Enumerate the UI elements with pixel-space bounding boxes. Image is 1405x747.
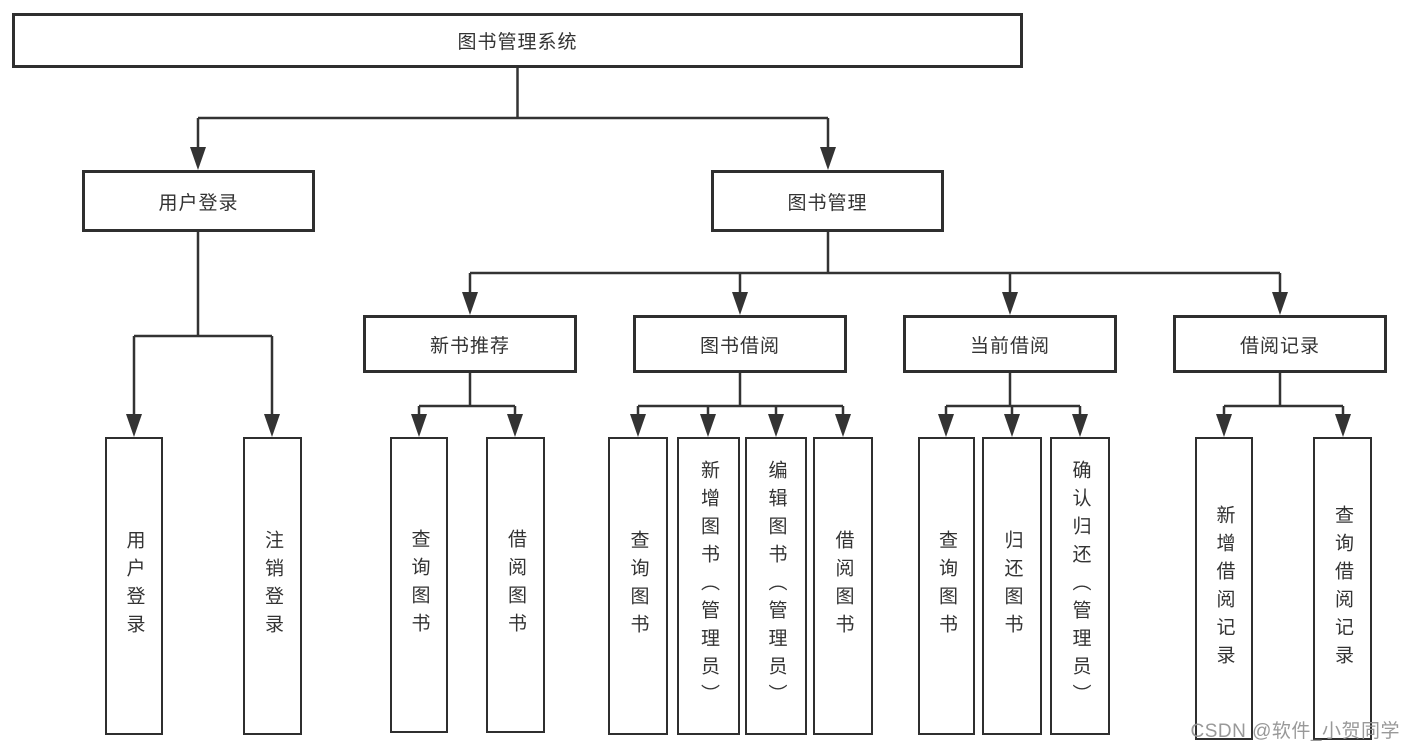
leaf-label: 新增图书（管理员） — [698, 460, 719, 712]
node-root-book-management-system: 图书管理系统 — [12, 13, 1023, 68]
arrow-down-icon — [1072, 414, 1088, 437]
node-book-management: 图书管理 — [711, 170, 944, 232]
leaf-add-borrow-record: 新增借阅记录 — [1195, 437, 1253, 740]
arrow-down-icon — [835, 414, 851, 437]
arrow-down-icon — [462, 292, 478, 315]
connector-book-management-to-level3 — [468, 232, 1282, 297]
node-label: 新书推荐 — [429, 335, 510, 357]
connector-current-borrow-children — [944, 373, 1082, 420]
leaf-return-book: 归还图书 — [982, 437, 1042, 735]
node-label: 图书管理系统 — [457, 32, 578, 53]
connector-root-to-level2 — [196, 68, 830, 152]
connector-borrow-record-children — [1222, 373, 1345, 420]
node-current-borrow: 当前借阅 — [903, 315, 1117, 373]
watermark: CSDN @软件_小贺同学 — [1190, 721, 1400, 742]
leaf-logout: 注销登录 — [243, 437, 302, 735]
arrow-down-icon — [820, 147, 836, 170]
connector-book-borrow-children — [636, 373, 845, 420]
connector-new-book-children — [417, 373, 517, 420]
arrow-down-icon — [411, 414, 427, 437]
leaf-label: 借阅图书 — [832, 530, 854, 642]
arrow-down-icon — [732, 292, 748, 315]
node-borrow-record: 借阅记录 — [1173, 315, 1387, 373]
node-new-book-recommend: 新书推荐 — [363, 315, 577, 373]
node-label: 当前借阅 — [969, 335, 1050, 357]
leaf-query-borrow-record: 查询借阅记录 — [1313, 437, 1372, 740]
arrow-down-icon — [1002, 292, 1018, 315]
arrow-down-icon — [700, 414, 716, 437]
node-label: 借阅记录 — [1239, 335, 1320, 357]
node-label: 图书管理 — [787, 192, 868, 214]
leaf-label: 查询图书 — [627, 530, 649, 642]
leaf-user-login: 用户登录 — [105, 437, 163, 735]
leaf-query-books-current: 查询图书 — [918, 437, 975, 735]
arrow-down-icon — [1004, 414, 1020, 437]
leaf-label: 查询图书 — [408, 529, 430, 641]
leaf-label: 借阅图书 — [505, 529, 526, 641]
leaf-label: 确认归还（管理员） — [1069, 460, 1091, 712]
arrow-down-icon — [264, 414, 280, 437]
connector-user-login-children — [132, 232, 274, 420]
node-label: 用户登录 — [158, 192, 239, 214]
arrow-down-icon — [938, 414, 954, 437]
arrow-down-icon — [1272, 292, 1288, 315]
leaf-borrow-books-recommend: 借阅图书 — [486, 437, 545, 733]
arrow-down-icon — [1216, 414, 1232, 437]
leaf-label: 查询图书 — [936, 530, 957, 642]
arrow-down-icon — [126, 414, 142, 437]
leaf-label: 注销登录 — [262, 530, 283, 642]
arrow-down-icon — [630, 414, 646, 437]
leaf-confirm-return-admin: 确认归还（管理员） — [1050, 437, 1110, 735]
leaf-label: 新增借阅记录 — [1213, 504, 1235, 673]
leaf-add-book-admin: 新增图书（管理员） — [677, 437, 740, 735]
leaf-label: 归还图书 — [1001, 530, 1023, 642]
leaf-query-books-recommend: 查询图书 — [390, 437, 448, 733]
node-label: 图书借阅 — [699, 335, 780, 357]
leaf-label: 查询借阅记录 — [1332, 504, 1353, 673]
leaf-query-books-borrow: 查询图书 — [608, 437, 668, 735]
arrow-down-icon — [768, 414, 784, 437]
leaf-edit-book-admin: 编辑图书（管理员） — [745, 437, 807, 735]
arrow-down-icon — [1335, 414, 1351, 437]
arrow-down-icon — [507, 414, 523, 437]
node-user-login: 用户登录 — [82, 170, 315, 232]
arrowheads — [126, 147, 1351, 437]
node-book-borrow: 图书借阅 — [633, 315, 847, 373]
leaf-label: 编辑图书（管理员） — [765, 460, 787, 712]
leaf-label: 用户登录 — [123, 530, 145, 642]
arrow-down-icon — [190, 147, 206, 170]
leaf-borrow-books: 借阅图书 — [813, 437, 873, 735]
